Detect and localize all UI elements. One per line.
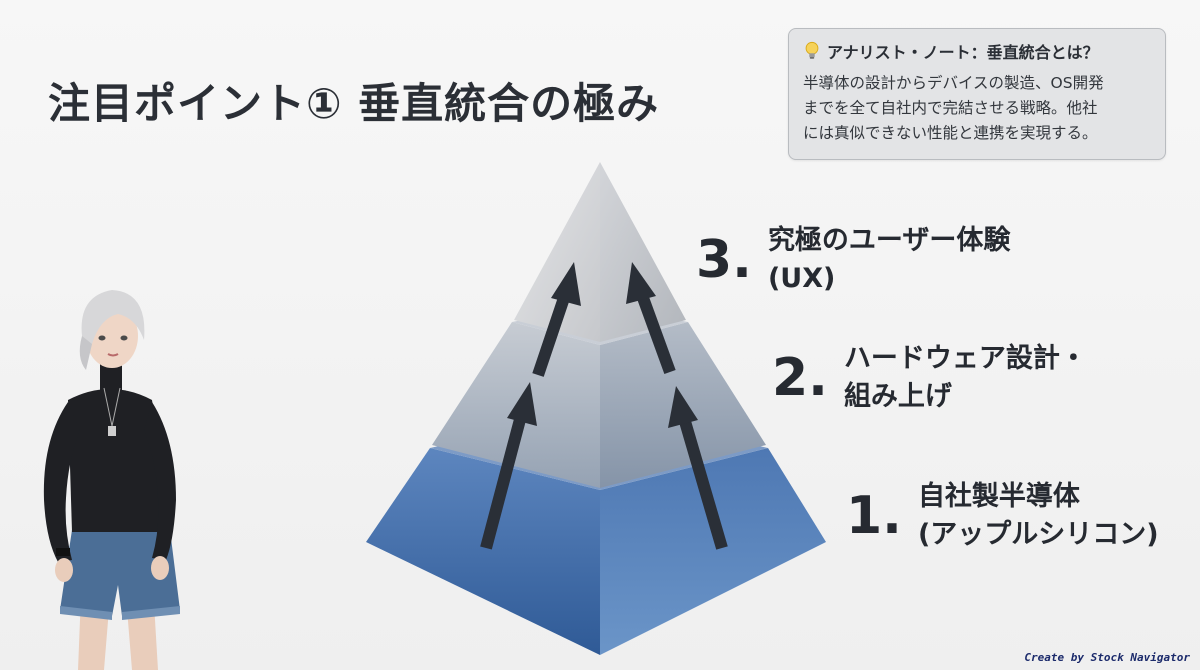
note-line: までを全て自社内で完結させる戦略。他社 xyxy=(803,99,1098,117)
credit-text: Create by Stock Navigator xyxy=(1024,651,1190,664)
note-line: には真似できない性能と連携を実現する。 xyxy=(803,124,1098,142)
analyst-note-box: アナリスト・ノート：垂直統合とは？ 半導体の設計からデバイスの製造、OS開発 ま… xyxy=(788,28,1166,160)
tier-text-line: (アップルシリコン) xyxy=(917,519,1159,550)
tier-number: 1. xyxy=(846,486,902,546)
tier-text: ハードウェア設計・ 組み上げ xyxy=(844,340,1087,416)
tier-3-block xyxy=(514,162,686,342)
lightbulb-icon xyxy=(805,41,819,59)
page-title: 注目ポイント① 垂直統合の極み xyxy=(48,79,660,128)
arrow-up-icon xyxy=(480,382,537,550)
tier-1-label: 1. 自社製半導体 (アップルシリコン) xyxy=(846,478,1159,554)
presenter-illustration xyxy=(43,290,180,670)
note-line: 半導体の設計からデバイスの製造、OS開発 xyxy=(803,74,1104,92)
analyst-note-body: 半導体の設計からデバイスの製造、OS開発 までを全て自社内で完結させる戦略。他社… xyxy=(803,71,1151,146)
tier-text: 究極のユーザー体験 (UX) xyxy=(768,222,1010,298)
tier-number: 3. xyxy=(696,230,752,290)
tier-3-label: 3. 究極のユーザー体験 (UX) xyxy=(696,222,1010,298)
tier-text-line: 組み上げ xyxy=(843,381,952,412)
arrow-up-icon xyxy=(532,262,581,377)
tier-text-line: 究極のユーザー体験 xyxy=(767,225,1011,256)
analyst-note-header: アナリスト・ノート：垂直統合とは？ xyxy=(803,39,1151,63)
tier-number: 2. xyxy=(772,348,828,408)
tier-2-label: 2. ハードウェア設計・ 組み上げ xyxy=(772,340,1087,416)
analyst-note-heading: アナリスト・ノート：垂直統合とは？ xyxy=(827,43,1099,62)
tier-text-line: (UX) xyxy=(767,263,836,294)
tier-text-line: 自社製半導体 xyxy=(917,481,1080,512)
arrow-up-icon xyxy=(668,386,728,550)
tier-text-line: ハードウェア設計・ xyxy=(843,343,1087,374)
arrow-up-icon xyxy=(626,262,676,375)
tier-text: 自社製半導体 (アップルシリコン) xyxy=(918,478,1159,554)
